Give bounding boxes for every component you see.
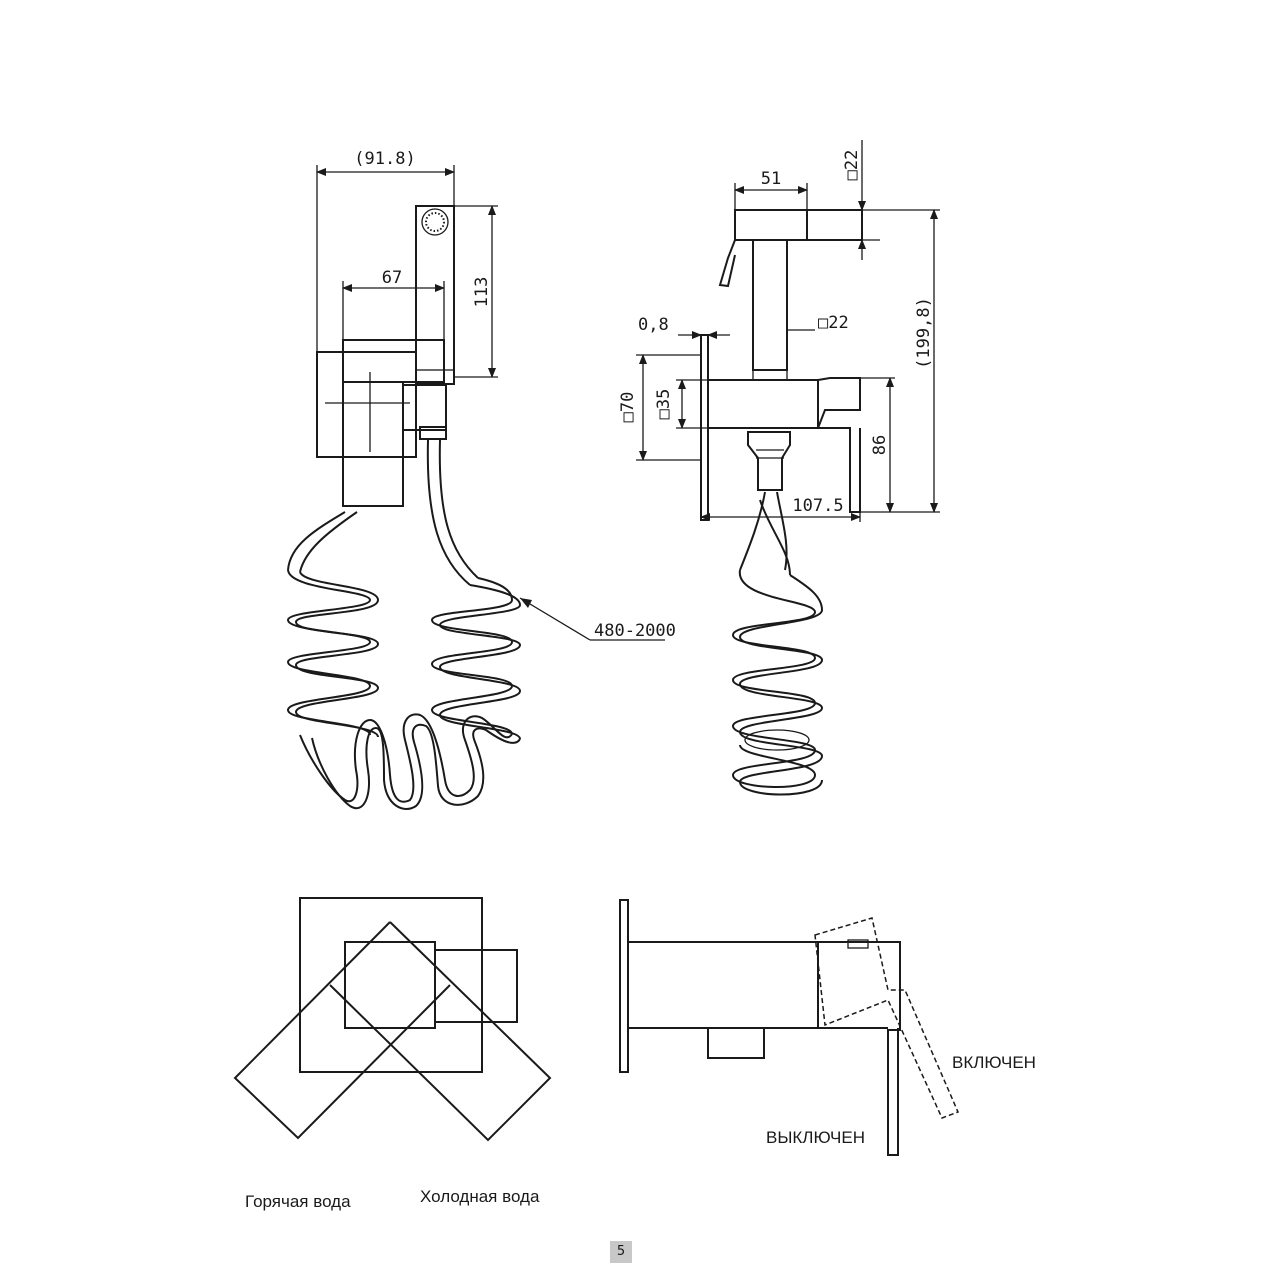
side-head-square-label: □22 xyxy=(842,150,862,181)
front-wall-plate xyxy=(316,351,417,458)
side-body-depth-label: 107.5 xyxy=(792,496,843,516)
side-flange-square-label: □70 xyxy=(618,392,638,423)
side-total-height-label: (199,8) xyxy=(914,297,934,369)
front-valve-body xyxy=(342,381,404,507)
front-hose-right xyxy=(426,439,471,586)
spray-nozzle-icon xyxy=(421,208,449,236)
handle-rotation-front: Горячая вода Холодная вода xyxy=(233,897,552,1211)
cold-water-label: Холодная вода xyxy=(420,1187,540,1206)
front-shower-head xyxy=(415,205,455,385)
side-hose xyxy=(739,491,766,571)
state-off-label: ВЫКЛЮЧЕН xyxy=(766,1128,865,1147)
rotation-wall-plate xyxy=(299,897,483,1073)
front-head-height-label: 113 xyxy=(472,277,492,308)
front-handle-block xyxy=(342,339,445,383)
side-neck-square-label: □22 xyxy=(818,313,849,333)
side-shower-head xyxy=(734,209,808,241)
state-on-label: ВКЛЮЧЕН xyxy=(952,1053,1036,1072)
rotation-lever-off xyxy=(818,941,901,1156)
side-head-depth-label: 51 xyxy=(761,169,781,189)
handle-rotation-side: ВКЛЮЧЕН ВЫКЛЮЧЕН xyxy=(619,899,1036,1156)
hot-water-label: Горячая вода xyxy=(245,1192,351,1211)
rotation-side-flange xyxy=(619,899,629,1073)
front-hose-coils xyxy=(286,569,522,810)
front-width-label: (91.8) xyxy=(354,149,415,169)
front-view: 480-2000 (91.8) 67 113 xyxy=(286,149,676,810)
page-number: 5 xyxy=(610,1241,632,1263)
front-hose-left xyxy=(287,511,346,571)
hose-length-label: 480-2000 xyxy=(594,621,676,641)
side-body-height-label: 86 xyxy=(870,435,890,455)
side-neck xyxy=(752,239,788,371)
rotation-lever-on xyxy=(814,917,960,1119)
side-hose-coils xyxy=(731,569,824,796)
side-valve-body xyxy=(707,379,819,429)
side-hose-connector xyxy=(747,431,791,491)
front-handle-offset-label: 67 xyxy=(382,268,402,288)
rotation-handle-closed xyxy=(434,949,518,1023)
rotation-handle-hot xyxy=(233,921,451,1140)
rotation-side-body xyxy=(627,941,819,1029)
rotation-handle-cold xyxy=(329,921,552,1142)
side-body-square-label: □35 xyxy=(654,389,674,420)
side-flange-gap-label: 0,8 xyxy=(638,315,669,335)
side-view: 51 □22 (199,8) □22 0,8 □70 □35 86 xyxy=(618,140,940,796)
